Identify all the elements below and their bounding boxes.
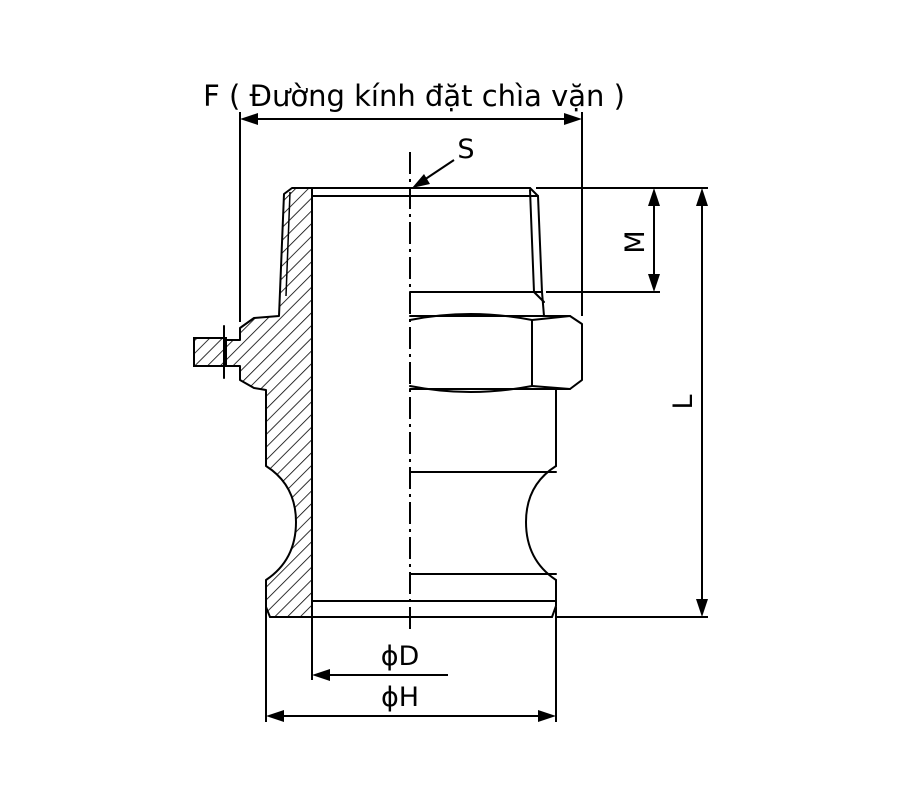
dimension-s: S (412, 134, 475, 188)
dimension-d: ϕD (311, 606, 448, 681)
label-h: ϕH (381, 682, 419, 713)
hatched-section (223, 187, 313, 618)
label-l: L (668, 394, 699, 409)
dimension-l: L (556, 188, 708, 618)
dimension-f: F ( Đường kính đặt chìa vặn ) (203, 79, 625, 322)
label-m: M (620, 230, 651, 253)
label-s: S (457, 134, 474, 165)
label-f: F ( Đường kính đặt chìa vặn ) (203, 79, 625, 113)
dimension-m: M (536, 187, 708, 293)
section-view (193, 187, 313, 618)
label-d: ϕD (381, 641, 420, 672)
groove (525, 465, 557, 581)
hex-nut (409, 313, 533, 393)
locking-pin-section (193, 337, 227, 367)
dimension-h: ϕH (265, 607, 557, 722)
exterior-view (269, 187, 583, 618)
